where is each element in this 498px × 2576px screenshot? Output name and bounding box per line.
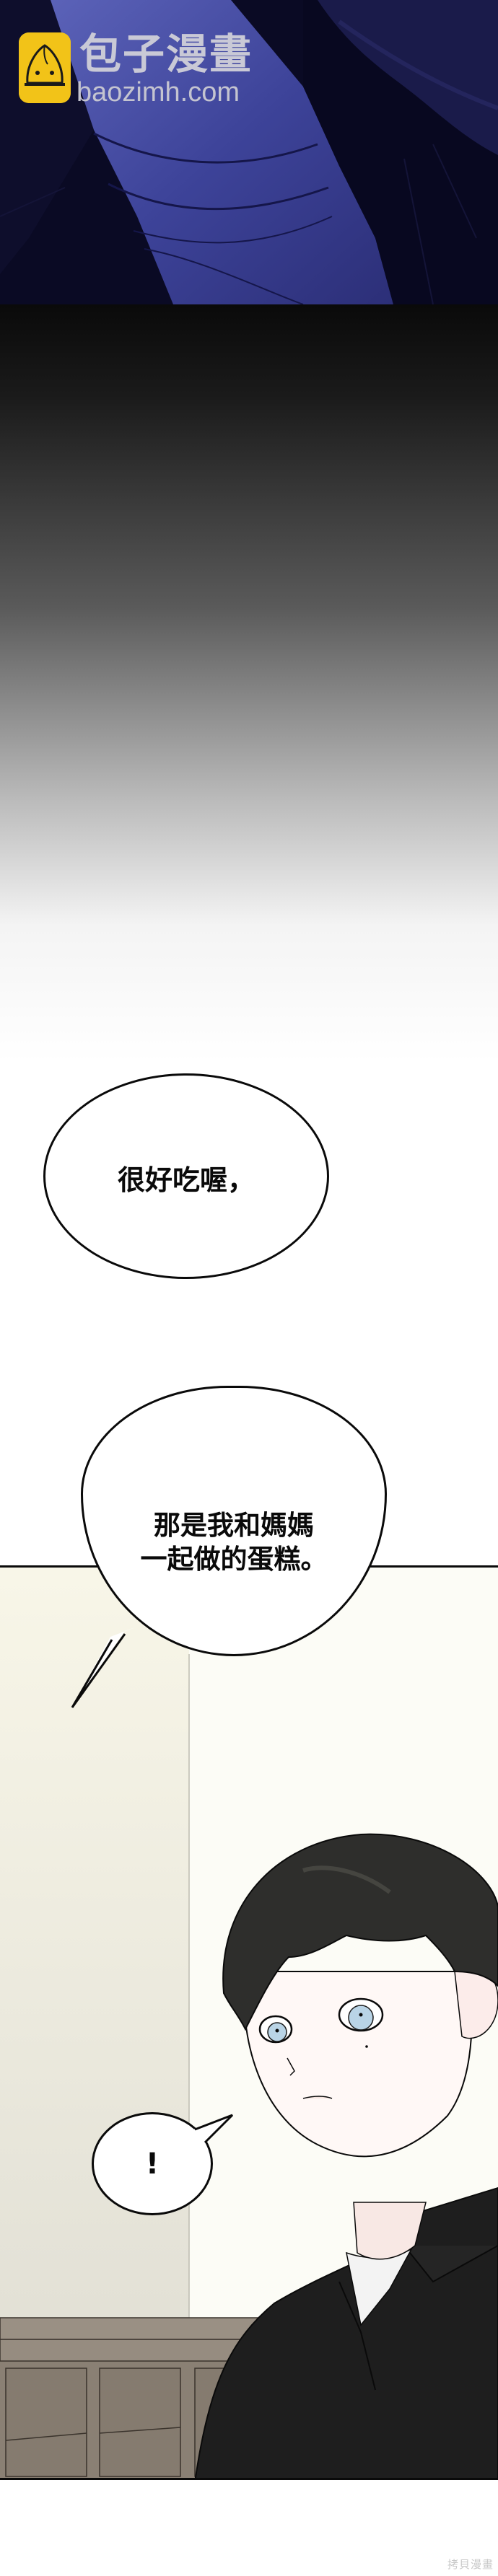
speech-bubble-3: ! bbox=[92, 2112, 213, 2215]
speech-bubble-2: 那是我和媽媽 一起做的蛋糕。 bbox=[81, 1386, 387, 1656]
speech-bubble-2-tail bbox=[71, 1627, 134, 1708]
watermark-title: 包子漫畫 bbox=[79, 30, 253, 79]
character-scene-artwork bbox=[0, 1568, 498, 2478]
night-scene-artwork bbox=[0, 0, 498, 304]
speech-bubble-2-line-2: 一起做的蛋糕。 bbox=[140, 1543, 328, 1575]
watermark-bottom: 拷貝漫畫 bbox=[447, 2558, 494, 2571]
speech-bubble-1-text: 很好吃喔， bbox=[117, 1164, 255, 1196]
steamed-bun-icon bbox=[19, 32, 71, 103]
speech-bubble-2-line-1: 那是我和媽媽 bbox=[154, 1510, 314, 1542]
panel-character-scene bbox=[0, 1565, 498, 2480]
speech-bubble-3-text: ! bbox=[145, 2147, 160, 2181]
watermark-url: baozimh.com bbox=[77, 77, 240, 107]
speed-lines-artwork bbox=[1, 319, 471, 990]
panel-speed-lines bbox=[0, 304, 498, 1062]
panel-night-scene: 包子漫畫 baozimh.com bbox=[0, 0, 498, 304]
speech-bubble-1: 很好吃喔， bbox=[43, 1073, 329, 1279]
speech-bubble-3-tail bbox=[193, 2114, 234, 2144]
